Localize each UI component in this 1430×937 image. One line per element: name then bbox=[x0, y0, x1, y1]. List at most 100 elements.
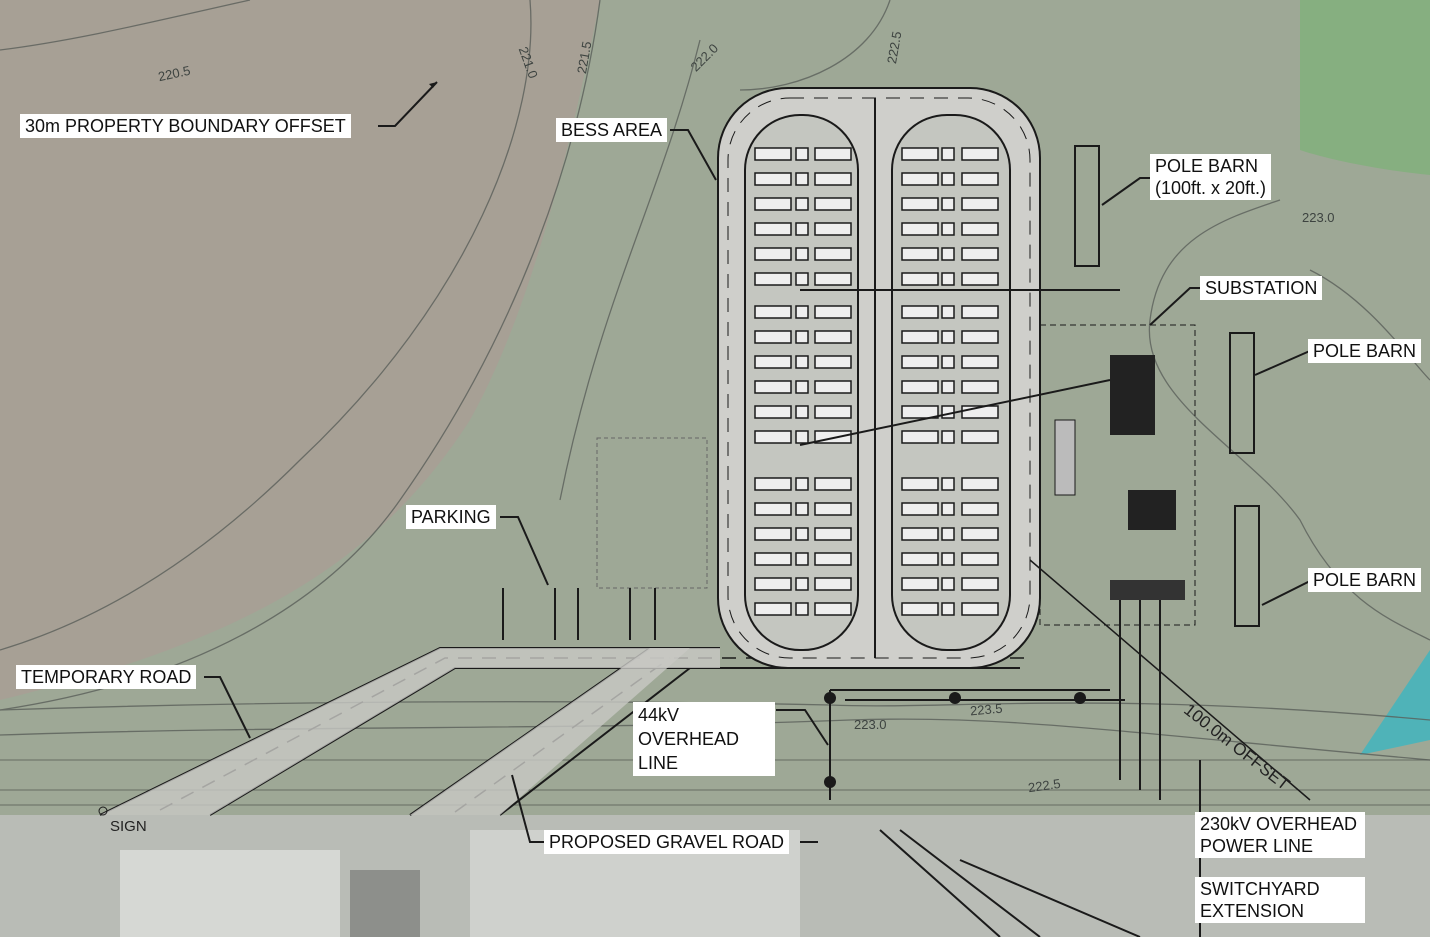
inverter-unit bbox=[941, 197, 955, 211]
battery-unit bbox=[901, 405, 939, 419]
poles bbox=[98, 692, 1086, 816]
overhead-230kv-label-line1: 230kV OVERHEAD bbox=[1200, 814, 1358, 834]
battery-unit bbox=[901, 552, 939, 566]
parking-area bbox=[596, 437, 708, 589]
battery-unit bbox=[901, 172, 939, 186]
battery-unit bbox=[814, 222, 852, 236]
battery-unit bbox=[754, 222, 792, 236]
overhead-230kv-label-line2: POWER LINE bbox=[1200, 836, 1314, 856]
contour-label: 223.5 bbox=[969, 700, 1004, 719]
inverter-unit bbox=[941, 330, 955, 344]
battery-unit bbox=[754, 405, 792, 419]
contour-label: 223.0 bbox=[1302, 210, 1335, 225]
inverter-unit bbox=[941, 222, 955, 236]
battery-unit bbox=[754, 477, 792, 491]
inverter-unit bbox=[941, 247, 955, 261]
switchyard-label: SWITCHYARD EXTENSION bbox=[1195, 877, 1365, 923]
inverter-unit bbox=[941, 305, 955, 319]
battery-unit bbox=[901, 197, 939, 211]
battery-unit bbox=[901, 355, 939, 369]
pole-barn-3-label: POLE BARN bbox=[1308, 568, 1422, 592]
inverter-unit bbox=[941, 272, 955, 286]
inverter-unit bbox=[795, 552, 809, 566]
battery-unit bbox=[901, 577, 939, 591]
battery-unit bbox=[814, 527, 852, 541]
battery-unit bbox=[961, 502, 999, 516]
battery-unit bbox=[814, 355, 852, 369]
battery-unit bbox=[754, 430, 792, 444]
switchgear bbox=[1110, 580, 1185, 600]
battery-unit bbox=[814, 330, 852, 344]
battery-unit bbox=[814, 577, 852, 591]
battery-unit bbox=[901, 430, 939, 444]
property-offset-label: 30m PROPERTY BOUNDARY OFFSET bbox=[20, 114, 351, 138]
overhead-44kv-label-line1: 44kV bbox=[638, 705, 680, 725]
overhead-44kv-label: 44kV OVERHEAD LINE bbox=[633, 702, 775, 776]
inverter-unit bbox=[795, 602, 809, 616]
battery-unit bbox=[961, 247, 999, 261]
battery-unit bbox=[814, 172, 852, 186]
battery-unit bbox=[901, 330, 939, 344]
pole-barn-1-label: POLE BARN (100ft. x 20ft.) bbox=[1150, 154, 1272, 200]
inverter-unit bbox=[795, 380, 809, 394]
inverter-unit bbox=[795, 577, 809, 591]
battery-unit bbox=[901, 272, 939, 286]
battery-unit bbox=[814, 380, 852, 394]
switchyard-label-line2: EXTENSION bbox=[1200, 901, 1305, 921]
inverter-unit bbox=[941, 477, 955, 491]
battery-unit bbox=[754, 355, 792, 369]
inverter-unit bbox=[941, 502, 955, 516]
temporary-road-label: TEMPORARY ROAD bbox=[16, 665, 197, 689]
pole-barn-1-label-line2: (100ft. x 20ft.) bbox=[1155, 178, 1267, 198]
battery-unit bbox=[961, 380, 999, 394]
inverter-unit bbox=[941, 147, 955, 161]
battery-unit bbox=[901, 380, 939, 394]
inverter-unit bbox=[941, 527, 955, 541]
battery-unit bbox=[754, 602, 792, 616]
battery-unit bbox=[754, 577, 792, 591]
battery-unit bbox=[901, 147, 939, 161]
parking-label: PARKING bbox=[406, 505, 496, 529]
battery-unit bbox=[901, 527, 939, 541]
battery-unit bbox=[961, 330, 999, 344]
battery-unit bbox=[814, 602, 852, 616]
sign-label: SIGN bbox=[110, 818, 147, 835]
pole-barn-1-label-line1: POLE BARN bbox=[1155, 156, 1259, 176]
inverter-unit bbox=[795, 355, 809, 369]
substation-fence bbox=[1039, 324, 1196, 626]
inverter-unit bbox=[795, 147, 809, 161]
bess-area-label: BESS AREA bbox=[556, 118, 668, 142]
control-building bbox=[1054, 419, 1076, 496]
overhead-44kv-label-line3: LINE bbox=[638, 753, 679, 773]
pole-barn-2-label: POLE BARN bbox=[1308, 339, 1422, 363]
battery-unit bbox=[961, 602, 999, 616]
battery-unit bbox=[814, 272, 852, 286]
transformer bbox=[1128, 490, 1176, 530]
pond bbox=[1360, 650, 1430, 755]
inverter-unit bbox=[941, 577, 955, 591]
battery-unit bbox=[754, 527, 792, 541]
inverter-unit bbox=[795, 197, 809, 211]
overhead-230kv-label: 230kV OVERHEAD POWER LINE bbox=[1195, 812, 1365, 858]
overhead-44kv-label-line2: OVERHEAD bbox=[638, 729, 740, 749]
inverter-unit bbox=[795, 477, 809, 491]
inverter-unit bbox=[941, 172, 955, 186]
battery-unit bbox=[754, 197, 792, 211]
switchyard-label-line1: SWITCHYARD bbox=[1200, 879, 1320, 899]
battery-unit bbox=[754, 172, 792, 186]
inverter-unit bbox=[941, 430, 955, 444]
inverter-unit bbox=[795, 502, 809, 516]
battery-unit bbox=[901, 502, 939, 516]
battery-unit bbox=[754, 552, 792, 566]
battery-unit bbox=[754, 247, 792, 261]
pole-barn-1 bbox=[1074, 145, 1100, 267]
temporary-road bbox=[100, 648, 720, 815]
battery-unit bbox=[961, 305, 999, 319]
inverter-unit bbox=[795, 172, 809, 186]
inverter-unit bbox=[795, 405, 809, 419]
inverter-unit bbox=[795, 330, 809, 344]
battery-unit bbox=[754, 272, 792, 286]
inverter-unit bbox=[941, 552, 955, 566]
